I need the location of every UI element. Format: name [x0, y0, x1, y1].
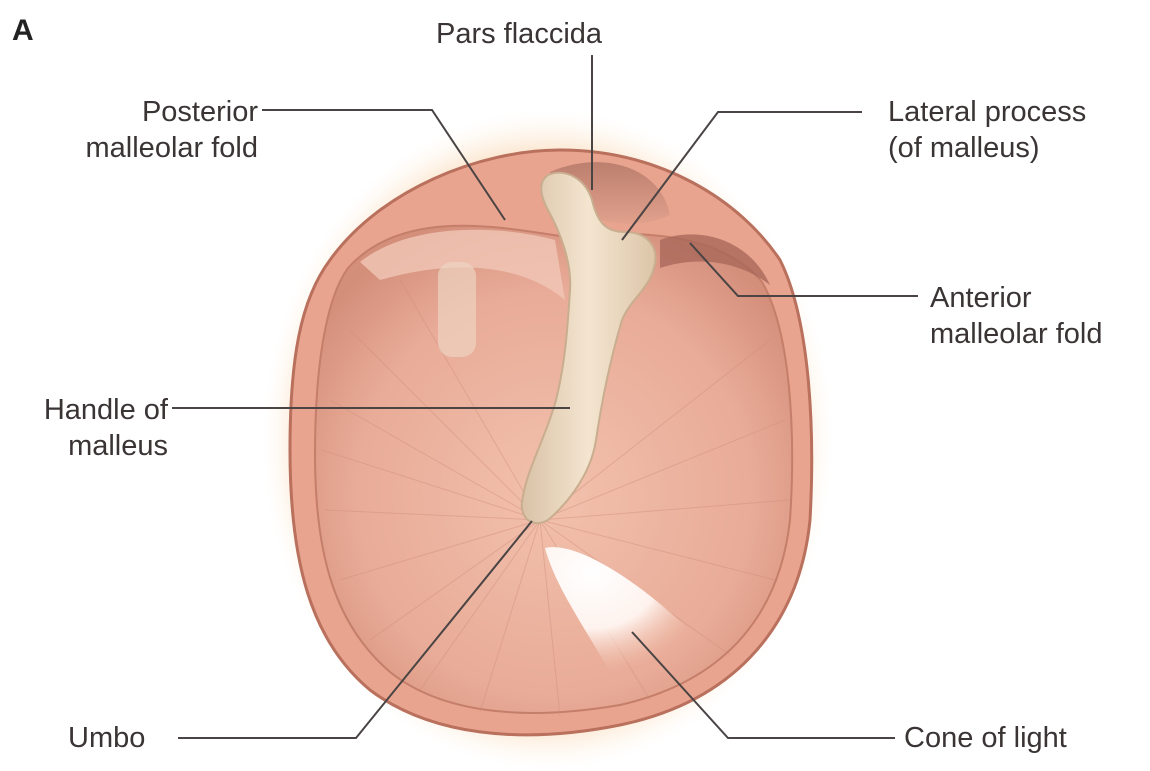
panel-letter: A: [12, 14, 34, 47]
label-lateral-process-line1: Lateral process: [888, 96, 1087, 128]
label-handle-line1: Handle of: [43, 394, 168, 426]
label-pars-flaccida: Pars flaccida: [436, 16, 602, 52]
leader-lateral-process: [621, 111, 862, 241]
label-pars-flaccida-text: Pars flaccida: [436, 18, 603, 50]
leader-umbo: [178, 520, 533, 739]
leader-cone-of-light: [631, 631, 895, 739]
incus-shadow: [438, 262, 476, 357]
label-cone-of-light-text: Cone of light: [904, 722, 1067, 754]
label-posterior-fold-line2: malleolar fold: [85, 132, 258, 164]
label-anterior-fold: Anterior malleolar fold: [930, 280, 1102, 352]
leader-posterior-fold: [262, 109, 506, 221]
label-handle-line2: malleus: [68, 430, 168, 462]
label-umbo-text: Umbo: [68, 722, 146, 754]
label-cone-of-light: Cone of light: [904, 720, 1067, 756]
label-anterior-fold-line1: Anterior: [930, 282, 1032, 314]
cone-of-light-highlight: [545, 547, 700, 675]
label-lateral-process: Lateral process (of malleus): [888, 94, 1086, 166]
malleus-bone: [520, 171, 657, 525]
anterior-fold-pocket: [660, 234, 770, 285]
label-anterior-fold-line2: malleolar fold: [930, 318, 1103, 350]
label-lateral-process-line2: (of malleus): [888, 132, 1040, 164]
label-posterior-fold: Posterior malleolar fold: [40, 94, 258, 166]
leader-anterior-fold: [689, 242, 918, 297]
label-posterior-fold-line1: Posterior: [141, 96, 258, 128]
label-umbo: Umbo: [68, 720, 145, 756]
label-handle-of-malleus: Handle of malleus: [10, 392, 168, 464]
